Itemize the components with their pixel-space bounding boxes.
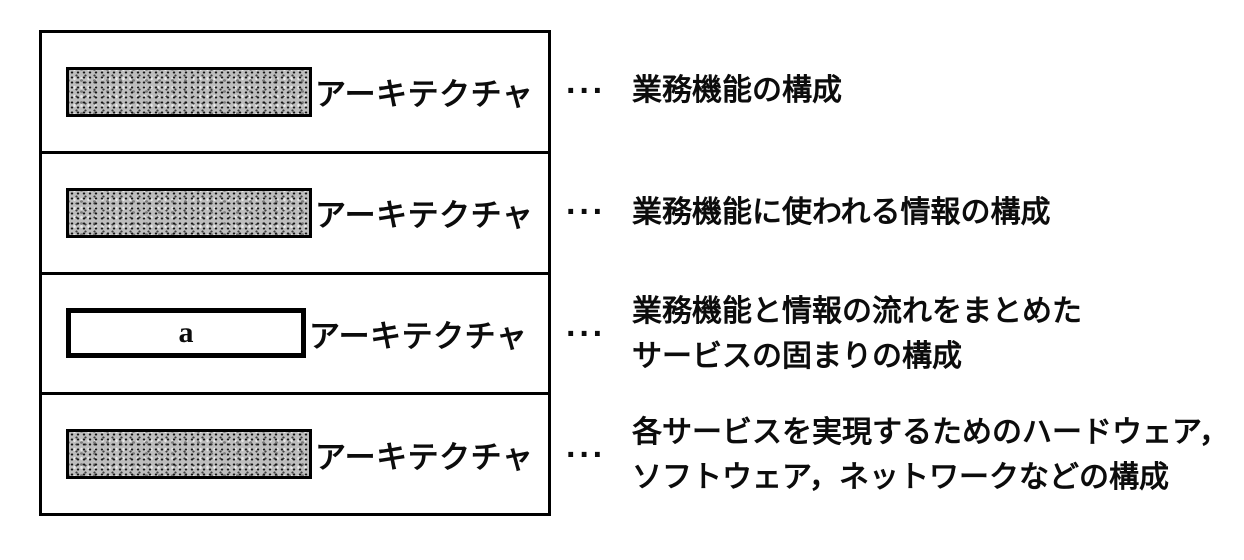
description-line: 業務機能の構成 xyxy=(632,74,842,108)
architecture-label: アーキテクチャ xyxy=(309,318,528,354)
row-description: 業務機能と情報の流れをまとめた サービスの固まりの構成 xyxy=(632,289,1082,379)
description-line: 業務機能と情報の流れをまとめた xyxy=(632,294,1082,328)
architecture-label: アーキテクチャ xyxy=(315,439,534,475)
row-description: 業務機能に使われる情報の構成 xyxy=(632,190,1051,235)
architecture-label: アーキテクチャ xyxy=(315,77,534,113)
description-row-application: ··· 業務機能と情報の流れをまとめた サービスの固まりの構成 xyxy=(556,273,1244,395)
description-line: ソフトウェア，ネットワークなどの構成 xyxy=(632,461,1169,495)
ellipsis: ··· xyxy=(566,314,606,353)
description-row-data: ··· 業務機能に使われる情報の構成 xyxy=(556,152,1244,274)
layer-row-technology: アーキテクチャ xyxy=(42,392,548,513)
shaded-bar xyxy=(66,187,312,238)
description-line: 各サービスを実現するためのハードウェア， xyxy=(632,416,1229,450)
description-row-technology: ··· 各サービスを実現するためのハードウェア， ソフトウェア，ネットワークなど… xyxy=(556,395,1244,517)
row-description: 業務機能の構成 xyxy=(632,68,842,113)
row-description: 各サービスを実現するためのハードウェア， ソフトウェア，ネットワークなどの構成 xyxy=(632,410,1229,500)
architecture-label: アーキテクチャ xyxy=(315,198,534,234)
descriptions-column: ··· 業務機能の構成 ··· 業務機能に使われる情報の構成 ··· 業務機能と… xyxy=(556,30,1244,516)
shaded-bar xyxy=(66,66,312,117)
description-line: サービスの固まりの構成 xyxy=(632,339,962,373)
description-line: 業務機能に使われる情報の構成 xyxy=(632,195,1051,229)
layer-row-data: アーキテクチャ xyxy=(42,150,548,272)
ellipsis: ··· xyxy=(566,436,606,475)
shaded-bar xyxy=(66,429,312,480)
ellipsis: ··· xyxy=(566,71,606,110)
ellipsis: ··· xyxy=(566,193,606,232)
layer-stack-box: アーキテクチャ アーキテクチャ a アーキテクチャ アーキテクチャ xyxy=(39,30,551,516)
description-row-business: ··· 業務機能の構成 xyxy=(556,30,1244,152)
layer-row-application: a アーキテクチャ xyxy=(42,271,548,393)
layer-row-business: アーキテクチャ xyxy=(42,33,548,151)
answer-box-a: a xyxy=(66,308,306,359)
